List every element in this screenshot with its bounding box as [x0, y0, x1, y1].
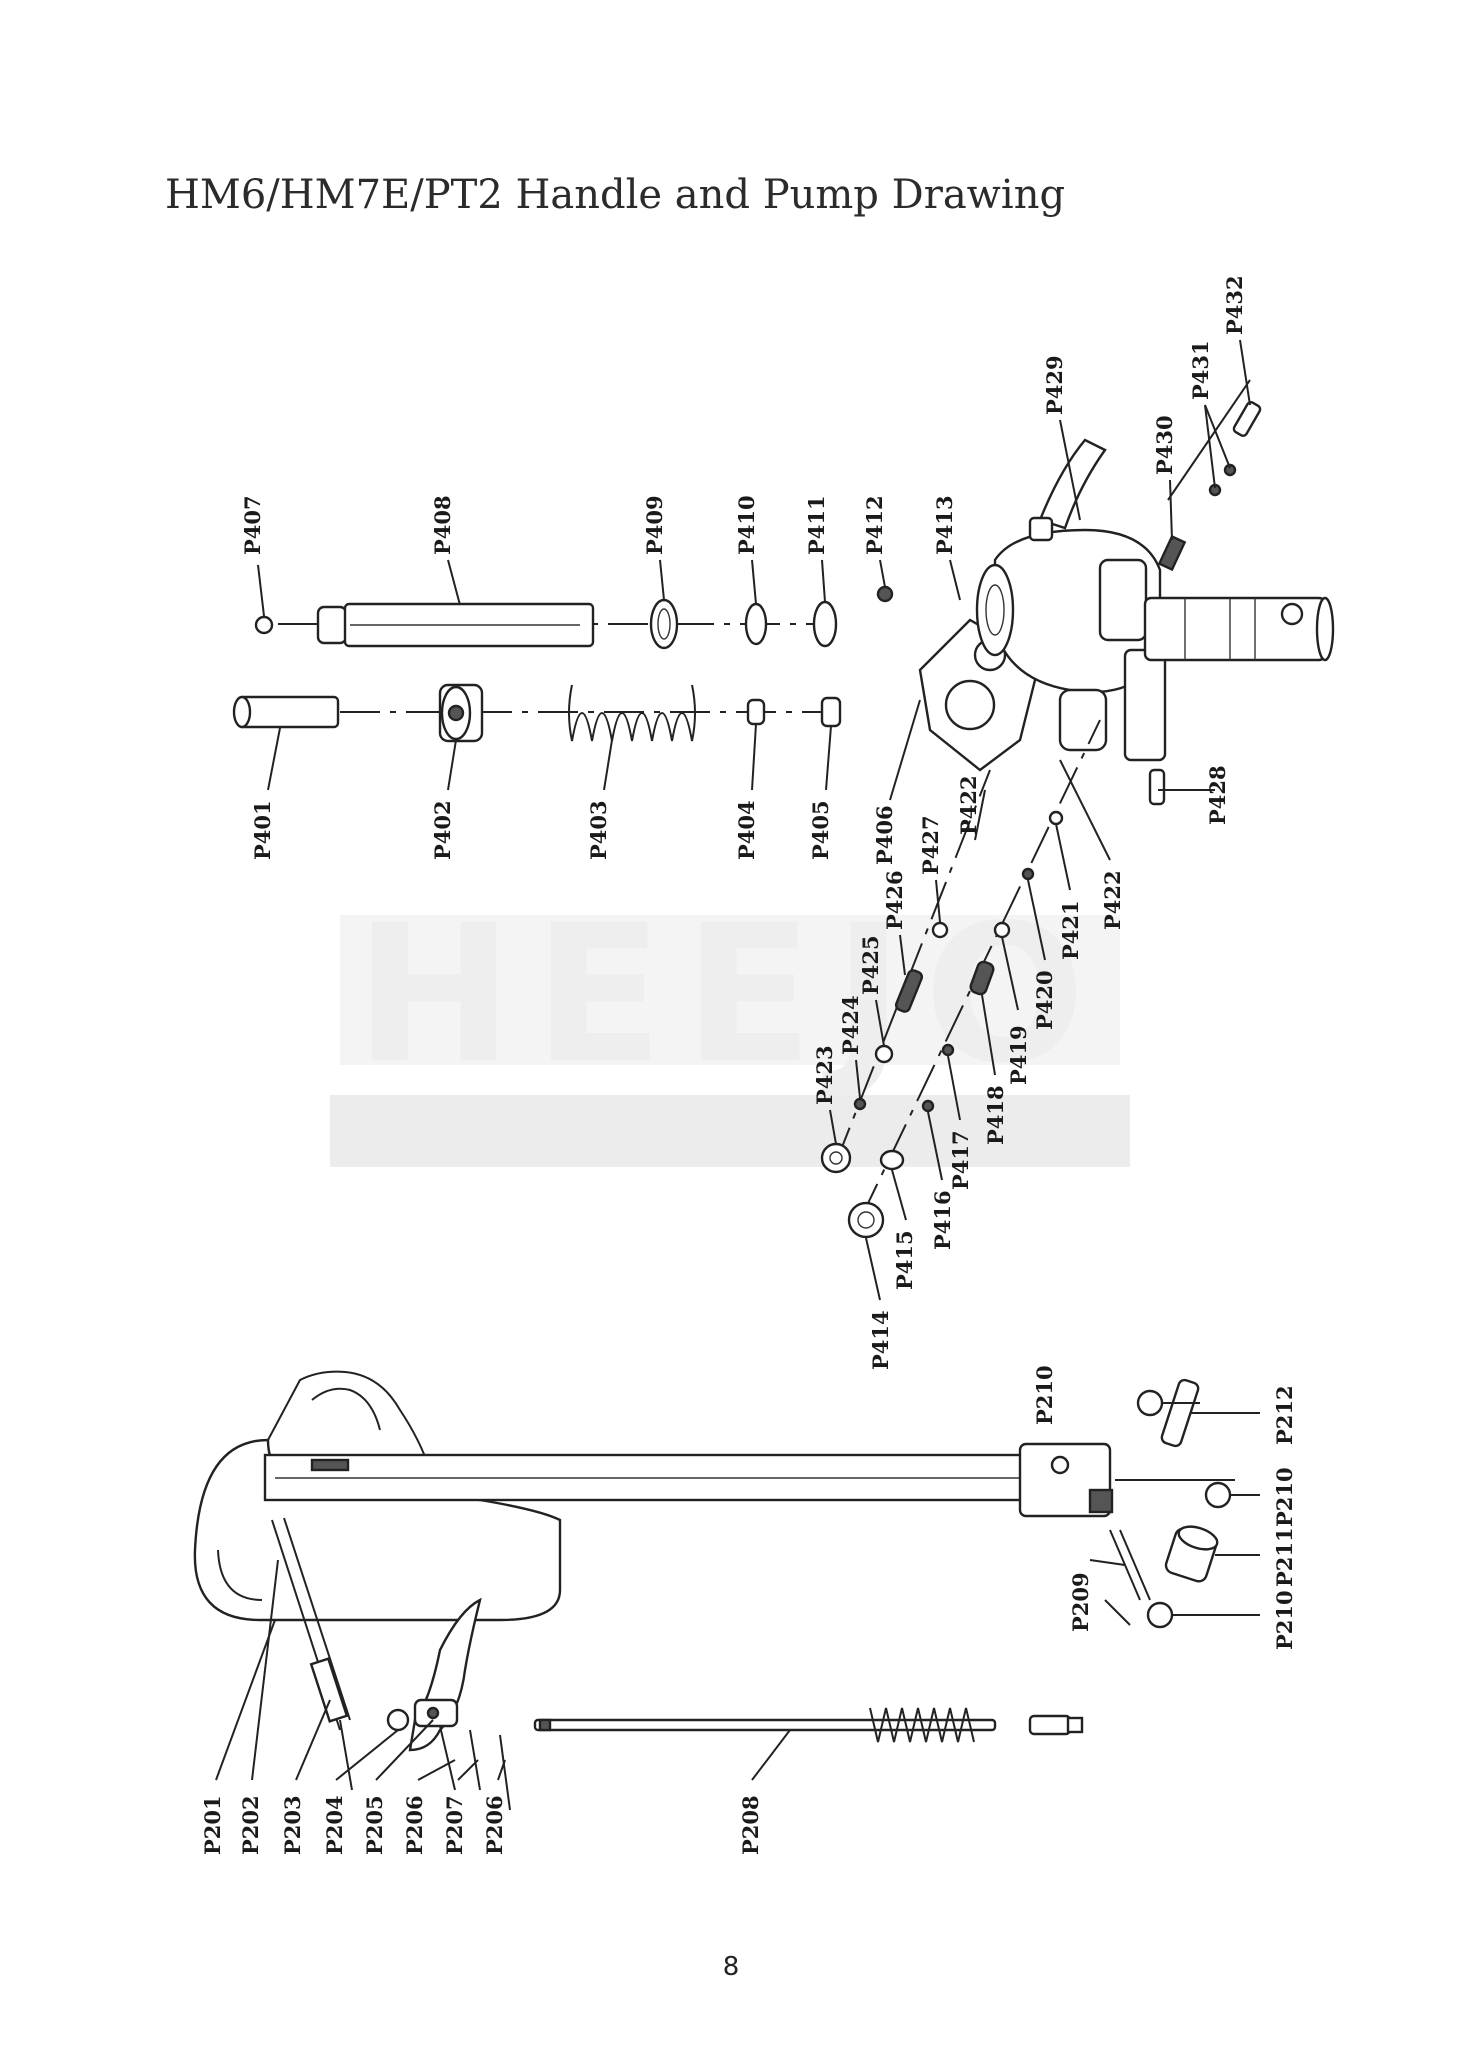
part-p418-spring — [969, 960, 995, 996]
part-p205-p207-pins — [339, 1719, 511, 1811]
label-p414: P414 — [868, 1310, 893, 1370]
label-p420: P420 — [1032, 970, 1057, 1030]
label-p205: P205 — [362, 1795, 387, 1855]
leader-lines — [215, 339, 1260, 1781]
part-p420-ball — [1021, 867, 1035, 881]
page-title: HM6/HM7E/PT2 Handle and Pump Drawing — [165, 172, 1066, 218]
label-p402: P402 — [430, 800, 455, 860]
label-p210-a: P210 — [1032, 1365, 1057, 1425]
part-p210-roller-top — [1136, 1389, 1164, 1417]
label-p427: P427 — [918, 815, 943, 875]
part-p424-ball — [853, 1097, 867, 1111]
label-p411: P411 — [804, 495, 829, 555]
part-p414-nut — [847, 1201, 885, 1239]
label-p422-b: P422 — [1100, 870, 1125, 930]
label-p432: P432 — [1222, 275, 1247, 335]
label-p408: P408 — [430, 495, 455, 555]
part-p428-pin — [1148, 768, 1166, 806]
label-p430: P430 — [1152, 415, 1177, 475]
label-p202: P202 — [238, 1795, 263, 1855]
part-cylinder-column — [1143, 596, 1335, 662]
label-p203: P203 — [280, 1795, 305, 1855]
part-p402-bushing — [438, 683, 484, 743]
label-p210-c: P210 — [1272, 1590, 1297, 1650]
part-p202-p203-rod — [271, 1517, 351, 1731]
label-p418: P418 — [983, 1085, 1008, 1145]
part-p410-seal — [744, 602, 768, 646]
part-p416-ball — [921, 1099, 935, 1113]
label-p403: P403 — [586, 800, 611, 860]
label-p422-a: P422 — [956, 775, 981, 835]
label-p413: P413 — [932, 495, 957, 555]
label-p206-b: P206 — [482, 1795, 507, 1855]
label-p407: P407 — [240, 495, 265, 555]
part-p409-seal — [649, 598, 679, 650]
part-p426-spring — [894, 969, 924, 1013]
label-p212: P212 — [1272, 1385, 1297, 1445]
part-p419-ring — [993, 921, 1011, 939]
label-p201: P201 — [200, 1795, 225, 1855]
part-p210-roller-bottom — [1146, 1601, 1174, 1629]
part-p423-nut — [820, 1142, 852, 1174]
part-p210-roller-mid — [1204, 1481, 1232, 1509]
label-p429: P429 — [1042, 355, 1067, 415]
label-p424: P424 — [838, 995, 863, 1055]
label-p211: P211 — [1272, 1527, 1297, 1587]
pump-assembly — [232, 379, 1335, 1239]
label-p208: P208 — [738, 1795, 763, 1855]
label-p421: P421 — [1058, 900, 1083, 960]
part-p403-spring — [568, 684, 696, 742]
label-p409: P409 — [642, 495, 667, 555]
part-p407-ball — [254, 615, 274, 635]
part-p405-ring — [820, 696, 842, 728]
label-p412: P412 — [862, 495, 887, 555]
label-p405: P405 — [808, 800, 833, 860]
watermark-text: HEEJO — [355, 884, 1106, 1105]
label-p417: P417 — [948, 1130, 973, 1190]
page-number: 8 — [722, 1952, 740, 1982]
part-p208-push-rod — [533, 1707, 1084, 1743]
label-p210-b: P210 — [1272, 1467, 1297, 1527]
label-p209: P209 — [1068, 1572, 1093, 1632]
label-p207: P207 — [442, 1795, 467, 1855]
part-p404-ring — [746, 698, 766, 726]
part-labels: P407 P408 P409 P410 P411 P412 P413 P429 … — [200, 275, 1297, 1855]
part-p204-lever — [386, 1597, 482, 1752]
part-p401-pin — [232, 695, 340, 729]
part-p211-bushing — [1164, 1525, 1219, 1583]
label-p406: P406 — [872, 805, 897, 865]
handle-assembly — [193, 1370, 1235, 1811]
part-p411-seal — [812, 600, 838, 648]
label-p431: P431 — [1188, 340, 1213, 400]
part-p209-pin — [1109, 1529, 1151, 1601]
part-p212-axle — [1160, 1378, 1200, 1448]
part-p421-ring — [1048, 810, 1064, 826]
label-p416: P416 — [930, 1190, 955, 1250]
part-p408-piston-rod — [316, 602, 595, 648]
part-p412-screw — [876, 585, 894, 603]
part-p417-pin — [941, 1043, 955, 1057]
label-p204: P204 — [322, 1795, 347, 1855]
part-handle-shaft — [263, 1442, 1114, 1518]
label-p428: P428 — [1205, 765, 1230, 825]
label-p423: P423 — [812, 1045, 837, 1105]
label-p410: P410 — [734, 495, 759, 555]
part-p415-washer — [879, 1149, 905, 1171]
label-p415: P415 — [892, 1230, 917, 1290]
label-p425: P425 — [858, 935, 883, 995]
label-p419: P419 — [1006, 1025, 1031, 1085]
part-p406-pump-body — [918, 528, 1167, 772]
watermark: HEEJO — [330, 884, 1130, 1167]
label-p206-a: P206 — [402, 1795, 427, 1855]
part-p427-ring — [931, 921, 949, 939]
label-p426: P426 — [882, 870, 907, 930]
label-p404: P404 — [734, 800, 759, 860]
part-p425-ring — [874, 1044, 894, 1064]
label-p401: P401 — [250, 800, 275, 860]
